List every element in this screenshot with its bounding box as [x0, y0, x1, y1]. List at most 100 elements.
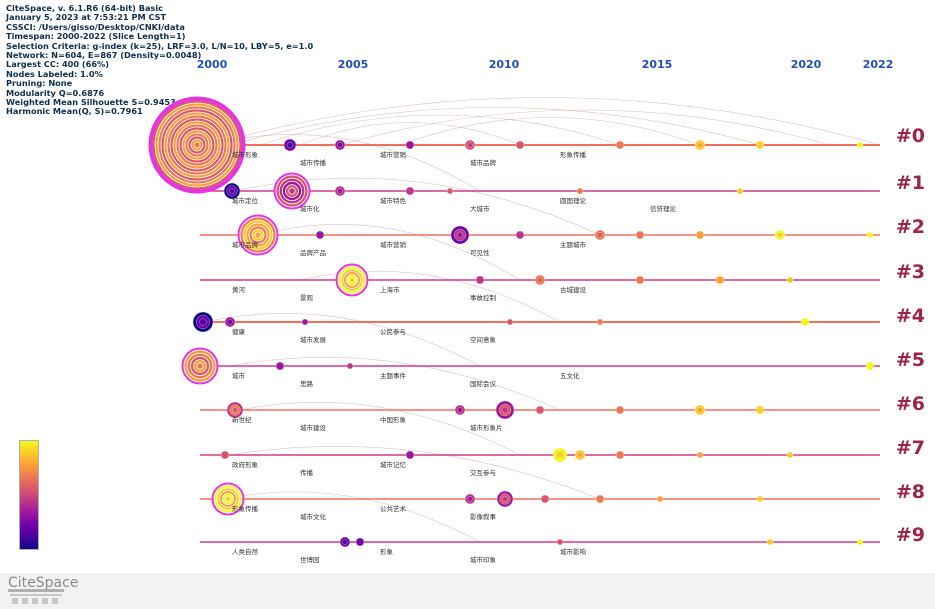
node-term-label: 五文化: [560, 371, 580, 380]
reference-node[interactable]: [515, 230, 525, 240]
node-term-label: 城市影响: [560, 547, 587, 556]
reference-node[interactable]: [193, 141, 201, 149]
reference-node[interactable]: [595, 494, 605, 504]
reference-node[interactable]: [766, 538, 774, 546]
reference-node[interactable]: [577, 452, 583, 458]
reference-node[interactable]: [506, 318, 514, 326]
node-term-label: 城市发展: [300, 335, 327, 344]
reference-node[interactable]: [337, 188, 343, 194]
node-term-label: 城市形象片: [470, 423, 503, 432]
reference-node[interactable]: [576, 187, 584, 195]
reference-node[interactable]: [786, 276, 794, 284]
reference-node[interactable]: [535, 405, 545, 415]
reference-node[interactable]: [596, 318, 604, 326]
node-term-label: 国际会议: [470, 379, 497, 388]
cluster-label[interactable]: #2: [895, 216, 925, 238]
reference-node[interactable]: [755, 405, 765, 415]
cocitation-arc: [204, 313, 481, 367]
cluster-label[interactable]: #4: [895, 305, 925, 327]
reference-node[interactable]: [342, 539, 348, 545]
node-term-label: 人类自然: [232, 547, 259, 556]
reference-node[interactable]: [275, 361, 285, 371]
reference-node[interactable]: [865, 361, 875, 371]
reference-node[interactable]: [695, 230, 705, 240]
reference-node[interactable]: [475, 275, 485, 285]
reference-node[interactable]: [615, 450, 625, 460]
reference-node[interactable]: [736, 187, 744, 195]
year-label: 2010: [488, 58, 520, 71]
node-term-label: 交互参与: [470, 468, 496, 477]
cocitation-arc: [239, 401, 521, 456]
reference-node[interactable]: [405, 450, 415, 460]
reference-node[interactable]: [467, 142, 473, 148]
reference-node[interactable]: [786, 451, 794, 459]
node-term-label: 思路: [300, 379, 314, 388]
reference-node[interactable]: [346, 362, 354, 370]
reference-node[interactable]: [337, 142, 343, 148]
reference-node[interactable]: [288, 187, 296, 195]
reference-node[interactable]: [224, 495, 232, 503]
cluster-label[interactable]: #9: [895, 524, 925, 546]
burst-ring: [181, 347, 219, 385]
cluster-label[interactable]: #7: [895, 437, 925, 459]
reference-node[interactable]: [756, 495, 764, 503]
cluster-label[interactable]: #3: [895, 261, 925, 283]
cluster-label[interactable]: #8: [895, 481, 925, 503]
reference-node[interactable]: [615, 405, 625, 415]
reference-node[interactable]: [696, 451, 704, 459]
cluster-label[interactable]: #5: [895, 349, 925, 371]
node-term-label: 城市印象: [470, 555, 497, 564]
reference-node[interactable]: [467, 496, 473, 502]
reference-node[interactable]: [635, 230, 645, 240]
node-term-label: 主题事件: [380, 371, 407, 380]
reference-node[interactable]: [537, 277, 543, 283]
node-term-label: 品牌产品: [300, 248, 326, 257]
reference-node[interactable]: [697, 142, 703, 148]
reference-node[interactable]: [556, 538, 564, 546]
reference-node[interactable]: [615, 140, 625, 150]
burst-ring: [273, 172, 311, 210]
reference-node[interactable]: [755, 140, 765, 150]
reference-node[interactable]: [227, 319, 233, 325]
reference-node[interactable]: [556, 451, 564, 459]
reference-node[interactable]: [456, 231, 464, 239]
info-line: Largest CC: 400 (66%): [6, 59, 109, 70]
reference-node[interactable]: [355, 537, 365, 547]
reference-node[interactable]: [405, 140, 415, 150]
reference-node[interactable]: [348, 276, 356, 284]
reference-node[interactable]: [501, 406, 509, 414]
node-term-label: 形象传播: [232, 504, 259, 513]
reference-node[interactable]: [196, 362, 204, 370]
reference-node[interactable]: [856, 141, 864, 149]
cluster-label[interactable]: #6: [895, 393, 925, 415]
reference-node[interactable]: [254, 231, 262, 239]
reference-node[interactable]: [502, 496, 508, 502]
reference-node[interactable]: [286, 141, 294, 149]
reference-node[interactable]: [635, 275, 645, 285]
reference-node[interactable]: [405, 186, 415, 196]
reference-node[interactable]: [656, 495, 664, 503]
reference-node[interactable]: [515, 140, 525, 150]
cluster-label[interactable]: #0: [895, 125, 925, 147]
reference-node[interactable]: [220, 450, 230, 460]
network-summary-panel: CiteSpace, v. 6.1.R6 (64-bit) Basic Janu…: [6, 3, 313, 117]
reference-node[interactable]: [199, 318, 207, 326]
reference-node[interactable]: [777, 232, 783, 238]
reference-node[interactable]: [232, 407, 238, 413]
reference-node[interactable]: [866, 231, 874, 239]
info-line: Modularity Q=0.6876: [6, 87, 105, 98]
cluster-label[interactable]: #1: [895, 172, 925, 194]
reference-node[interactable]: [229, 188, 235, 194]
node-term-label: 城市文化: [300, 512, 327, 521]
reference-node[interactable]: [315, 230, 325, 240]
reference-node[interactable]: [540, 494, 550, 504]
reference-node[interactable]: [446, 187, 454, 195]
reference-node[interactable]: [856, 538, 864, 546]
reference-node[interactable]: [301, 318, 309, 326]
reference-node[interactable]: [597, 232, 603, 238]
info-line: Timespan: 2000-2022 (Slice Length=1): [6, 31, 186, 42]
reference-node[interactable]: [457, 407, 463, 413]
reference-node[interactable]: [800, 317, 810, 327]
reference-node[interactable]: [715, 275, 725, 285]
reference-node[interactable]: [697, 407, 703, 413]
